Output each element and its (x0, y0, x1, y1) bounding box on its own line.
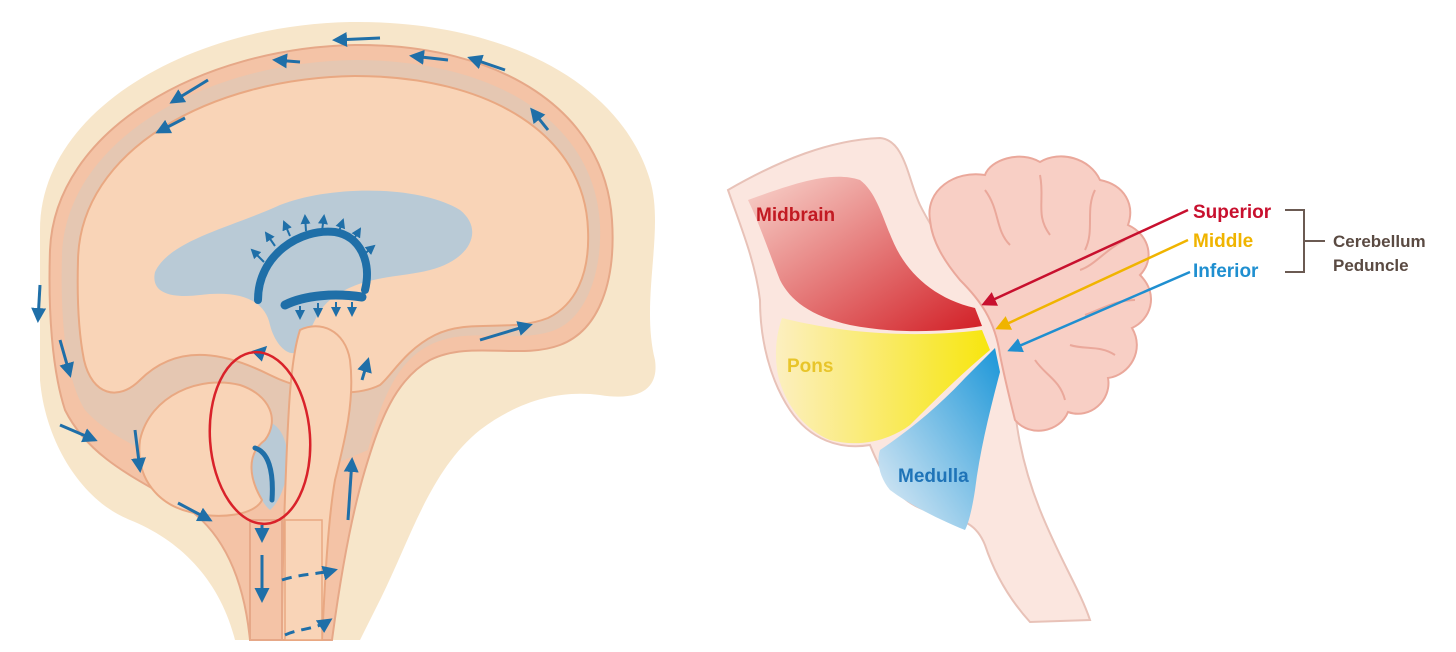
cerebellum-folia (928, 155, 1152, 432)
midbrain-label: Midbrain (756, 205, 835, 226)
inferior-pointer-arrow (1007, 270, 1191, 353)
peduncle-bracket (1285, 209, 1325, 273)
medulla-region (878, 348, 1000, 530)
spinal-canal (249, 519, 283, 641)
sagittal-brain-illustration (31, 21, 656, 641)
brainstem-regions-diagram: Midbrain Pons Medulla Superior Middle In… (726, 136, 1426, 624)
superior-pointer-arrow (981, 208, 1189, 306)
choroid-plexus-lower (280, 290, 367, 310)
csf-production-arrows (250, 214, 376, 320)
superior-label: Superior (1193, 202, 1272, 223)
pons-label: Pons (787, 356, 833, 377)
highlight-circle (208, 350, 312, 526)
inferior-label: Inferior (1193, 261, 1259, 282)
peduncle-label: Peduncle (1333, 256, 1409, 275)
choroid-plexus-upper (254, 227, 371, 304)
choroid-plexus-fourth (252, 445, 275, 503)
midbrain-region (748, 176, 982, 332)
middle-label: Middle (1193, 231, 1253, 252)
medulla-label: Medulla (898, 466, 969, 487)
cerebellum-left (138, 381, 273, 517)
lateral-ventricle (154, 190, 473, 354)
cerebellum-label: Cerebellum (1333, 232, 1426, 251)
pons-region (775, 318, 990, 444)
middle-pointer-arrow (995, 238, 1189, 330)
cerebellum-folds (984, 174, 1136, 401)
spinal-cord (284, 519, 323, 641)
csf-flow-arrows (31, 31, 550, 637)
